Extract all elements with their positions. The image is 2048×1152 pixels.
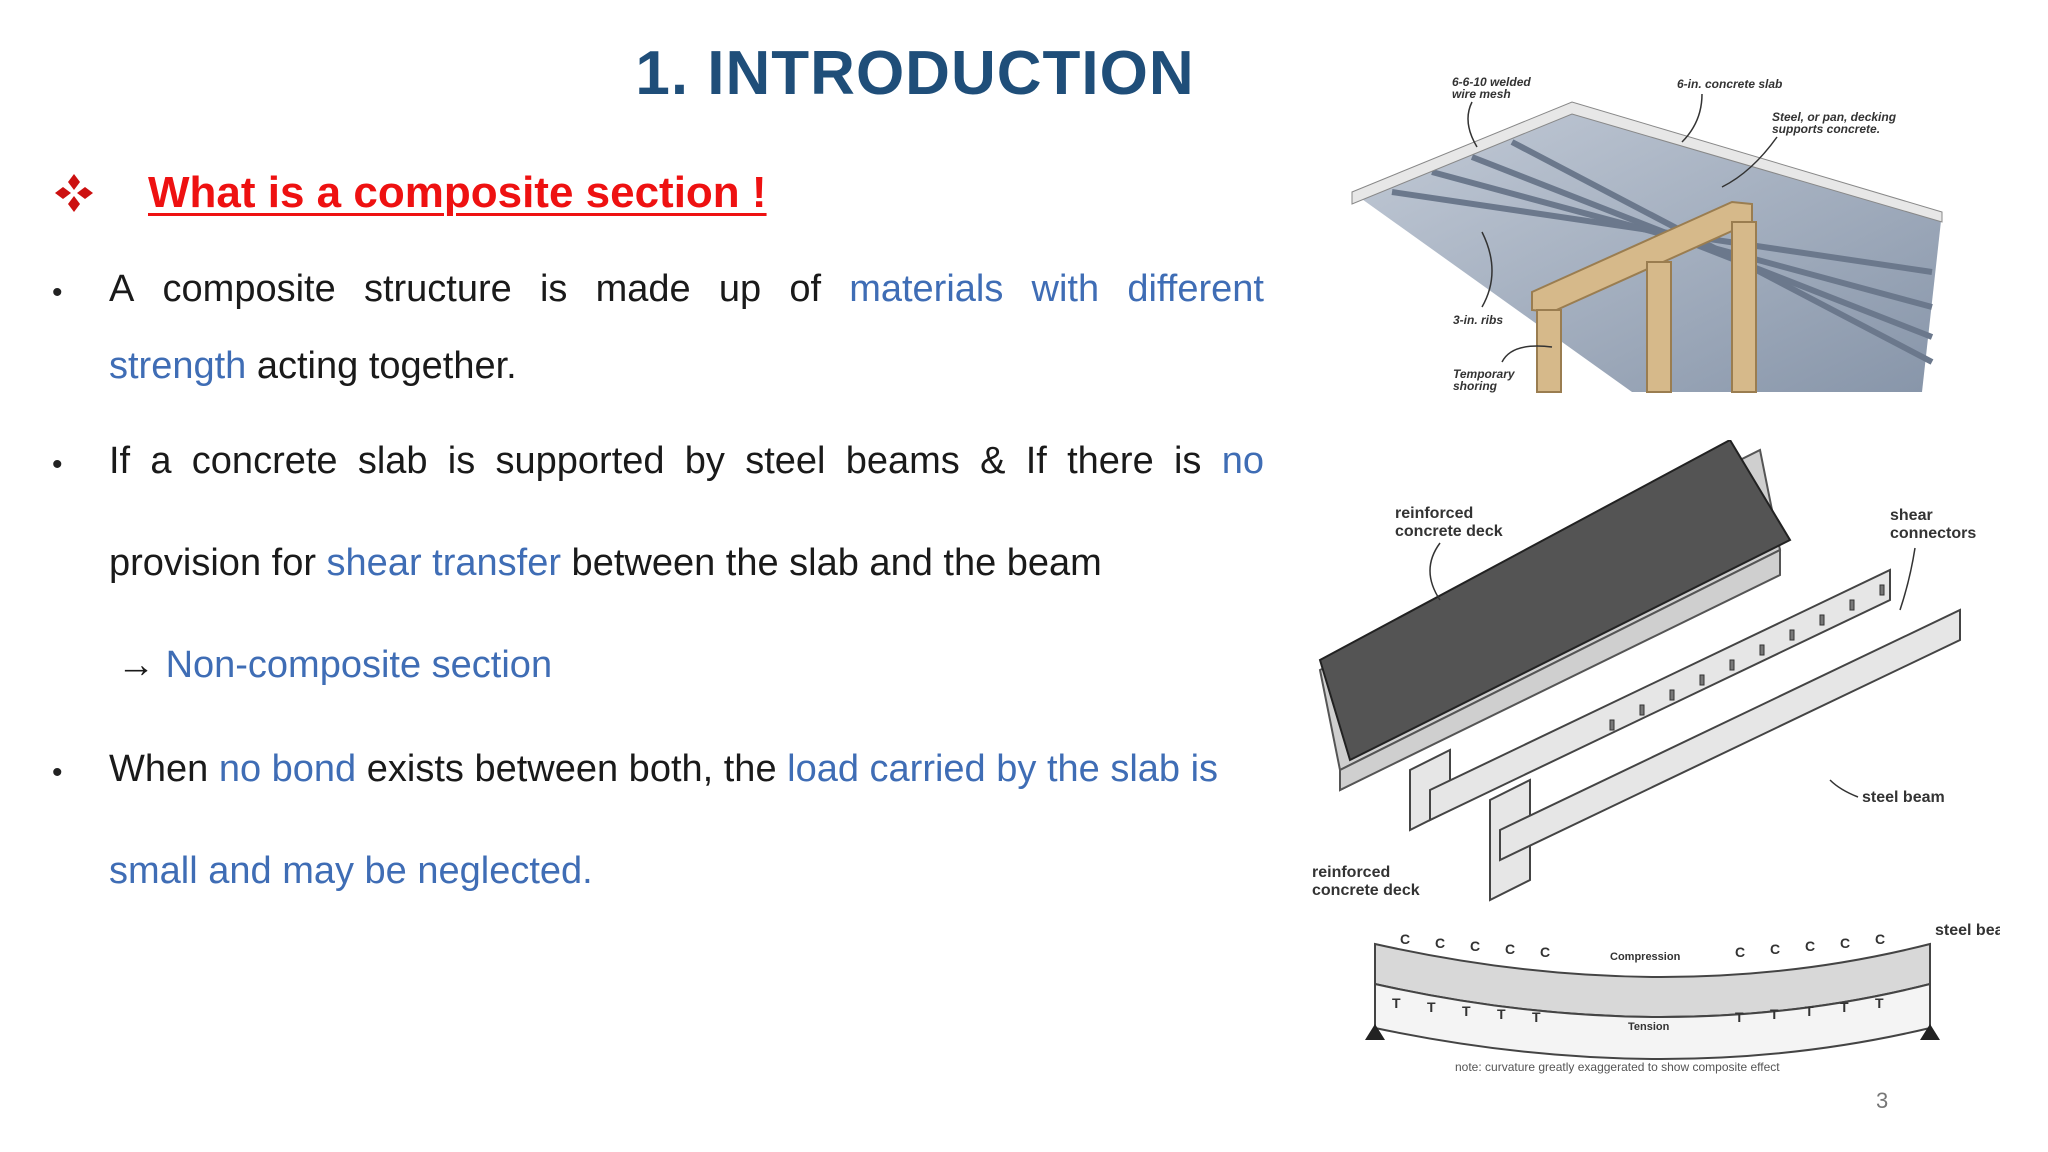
tension-mark: T [1462,1003,1471,1019]
tension-mark: T [1805,1003,1814,1019]
word: supported [495,440,665,482]
label-mesh-2: wire mesh [1452,87,1511,101]
word: there [1067,440,1154,482]
word: of [789,268,822,310]
label-deck-1: reinforced [1312,864,1390,881]
bullet-1-line-1: A composite structure is made up of mate… [109,268,1264,311]
word: & [980,440,1006,482]
four-diamond-bullet-icon [55,174,93,212]
compression-mark: C [1840,935,1850,951]
label-deck-1: reinforced [1395,505,1473,522]
tension-mark: T [1875,995,1884,1011]
compression-mark: C [1540,944,1550,960]
tension-mark: T [1497,1006,1506,1022]
bullet-dot: • [52,448,63,481]
body-text: provision for [109,542,327,584]
page-number: 3 [1876,1088,1889,1113]
bullet-3-line-1: When no bond exists between both, the lo… [109,748,1264,791]
arrow-icon: → [117,644,155,686]
compression-mark: C [1735,944,1745,960]
label-slab: 6-in. concrete slab [1677,77,1782,91]
tension-mark: T [1735,1009,1744,1025]
label-beam: steel beam [1862,789,1945,806]
label-connectors-1: shear [1890,507,1933,524]
label-shoring-1: Temporary [1453,367,1516,381]
tension-mark: T [1770,1006,1779,1022]
bullet-dot: • [52,756,63,789]
compression-mark: C [1470,938,1480,954]
compression-mark: C [1875,931,1885,947]
highlight-word: materials [849,268,1004,310]
word: made [595,268,691,310]
bullet-dot: • [52,276,63,309]
highlight-text: Non-composite section [165,644,553,686]
compression-mark: C [1435,935,1445,951]
tension-mark: T [1532,1009,1541,1025]
word: If [1025,440,1047,482]
label-shoring-2: shoring [1453,379,1498,393]
label-tension: Tension [1628,1021,1670,1033]
label-deck-1: Steel, or pan, decking [1772,110,1897,124]
highlight-text: small and may be neglected. [109,850,593,892]
word: beams [845,440,960,482]
highlight-text: no bond [218,748,357,790]
composite-bending-figure: reinforced concrete deck steel beam C C … [1312,864,2000,1074]
compression-mark: C [1400,931,1410,947]
word: is [447,440,476,482]
label-ribs: 3-in. ribs [1453,313,1503,327]
label-compression: Compression [1610,951,1681,963]
bullet-2-line-1: If a concrete slab is supported by steel… [109,440,1264,483]
bullet-2-line-2: provision for shear transfer between the… [109,542,1264,585]
metal-deck-shoring-figure: 6-6-10 welded wire mesh 6-in. concrete s… [1351,75,1943,393]
compression-mark: C [1505,941,1515,957]
highlight-word: different [1127,268,1264,310]
word: A [109,268,135,310]
highlight-word: with [1031,268,1100,310]
word: slab [357,440,428,482]
bullet-1-line-2: strength acting together. [109,345,1264,388]
section-heading: What is a composite section ! [52,168,767,218]
highlight-text: strength [109,345,247,387]
slab-steel-beams-figure: reinforced concrete deck shear connector… [1318,440,1976,902]
word: is [1173,440,1202,482]
highlight-word: no [1221,440,1264,482]
highlight-text: shear transfer [326,542,561,584]
word: up [718,268,762,310]
tension-mark: T [1427,999,1436,1015]
label-deck-2: supports concrete. [1772,122,1880,136]
compression-mark: C [1770,941,1780,957]
label-connectors-2: connectors [1890,525,1976,542]
word: a [150,440,172,482]
compression-mark: C [1805,938,1815,954]
word: by [684,440,725,482]
body-text: acting together. [246,345,517,387]
bullet-2-line-3: → Non-composite section [117,644,1272,687]
tension-mark: T [1840,999,1849,1015]
label-deck-2: concrete deck [1395,523,1503,540]
label-mesh-1: 6-6-10 welded [1452,75,1531,89]
heading-text: What is a composite section ! [148,168,767,217]
highlight-text: load carried by the slab is [787,748,1219,790]
slide-title: 1. INTRODUCTION [635,39,1195,108]
word: structure [363,268,512,310]
word: concrete [191,440,338,482]
body-text: between the slab and the beam [561,542,1102,584]
word: steel [745,440,826,482]
word: If [109,440,131,482]
tension-mark: T [1392,995,1401,1011]
label-beam: steel beam [1935,922,2000,939]
label-deck-2: concrete deck [1312,882,1420,899]
word: composite [162,268,336,310]
body-text: When [109,748,219,790]
word: is [539,268,568,310]
figure-note: note: curvature greatly exaggerated to s… [1455,1060,1780,1074]
body-text: exists between both, the [356,748,788,790]
bullet-3-line-2: small and may be neglected. [109,850,1264,893]
